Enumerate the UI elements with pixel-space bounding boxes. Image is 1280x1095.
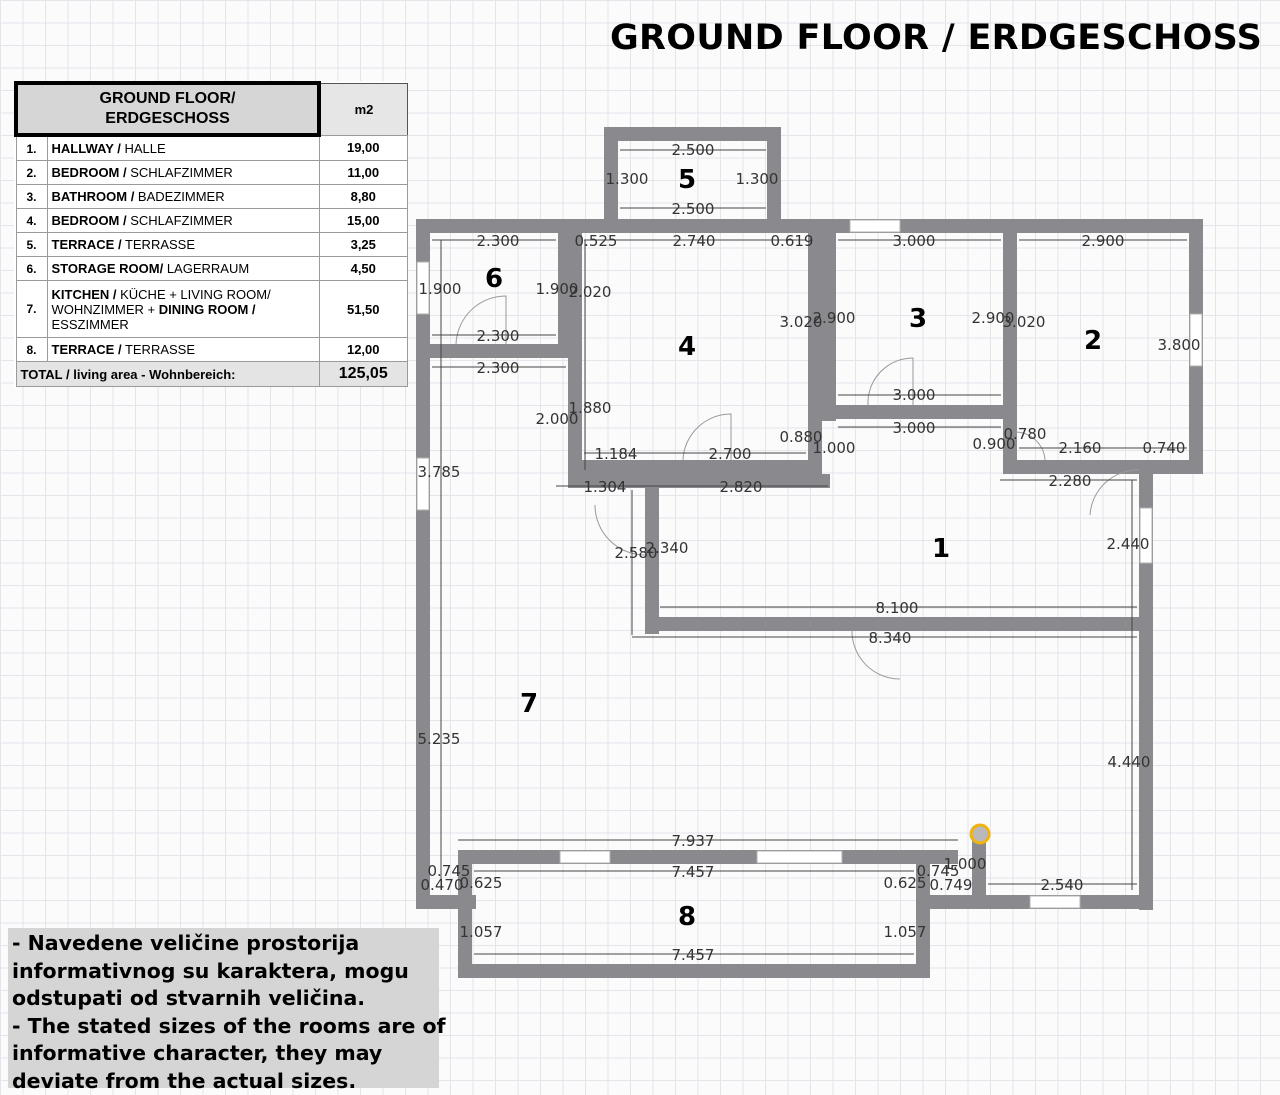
dimension-label: 0.749 [930,876,973,894]
dimension-label: 1.900 [419,280,462,298]
room-label-3: 3 [909,304,927,334]
marker-point [971,825,989,843]
dimension-label: 2.700 [709,445,752,463]
dimension-label: 2.300 [477,359,520,377]
dimension-label: 2.000 [536,410,579,428]
dimension-label: 7.937 [672,832,715,850]
dimension-label: 1.057 [460,923,503,941]
dimension-label: 0.625 [460,874,503,892]
dimension-label: 1.304 [584,478,627,496]
dimension-label: 1.300 [736,170,779,188]
dimension-label: 2.160 [1059,439,1102,457]
dimension-label: 2.500 [672,141,715,159]
dimension-label: 2.280 [1049,472,1092,490]
dimension-label: 1.057 [884,923,927,941]
dimension-label: 2.820 [720,478,763,496]
room-label-8: 8 [678,902,696,932]
dimension-label: 0.625 [884,874,927,892]
dimension-label: 3.000 [893,232,936,250]
dimension-label: 1.184 [595,445,638,463]
dimension-label: 2.020 [569,283,612,301]
room-label-4: 4 [678,332,696,362]
dimension-label: 2.340 [646,539,689,557]
room-label-6: 6 [485,264,503,294]
dimension-label: 0.525 [575,232,618,250]
dimension-label: 1.000 [813,439,856,457]
dimension-label: 5.235 [418,730,461,748]
dimension-label: 7.457 [672,946,715,964]
dimension-label: 0.470 [421,876,464,894]
room-label-2: 2 [1084,326,1102,356]
dimension-label: 3.800 [1158,336,1201,354]
dimension-label: 2.900 [813,309,856,327]
dimension-label: 8.100 [876,599,919,617]
dimension-label: 8.340 [869,629,912,647]
dimension-label: 1.300 [606,170,649,188]
dimension-label: 0.619 [771,232,814,250]
dimension-label: 0.900 [973,435,1016,453]
dimension-label: 2.500 [672,200,715,218]
room-label-7: 7 [520,689,538,719]
walls [416,127,1203,978]
dimension-label: 7.457 [672,863,715,881]
room-label-5: 5 [678,165,696,195]
dimension-label: 1.000 [944,855,987,873]
dimension-label: 2.540 [1041,876,1084,894]
dimension-label: 3.785 [418,463,461,481]
room-label-1: 1 [932,534,950,564]
dimension-label: 2.300 [477,327,520,345]
dimension-label: 3.000 [893,386,936,404]
dimension-label: 3.020 [1003,313,1046,331]
dimension-label: 2.440 [1107,535,1150,553]
dimension-label: 3.000 [893,419,936,437]
dimension-label: 2.900 [1082,232,1125,250]
dimension-label: 2.740 [673,232,716,250]
dimension-label: 2.300 [477,232,520,250]
dimension-label: 4.440 [1108,753,1151,771]
dimension-label: 0.740 [1143,439,1186,457]
